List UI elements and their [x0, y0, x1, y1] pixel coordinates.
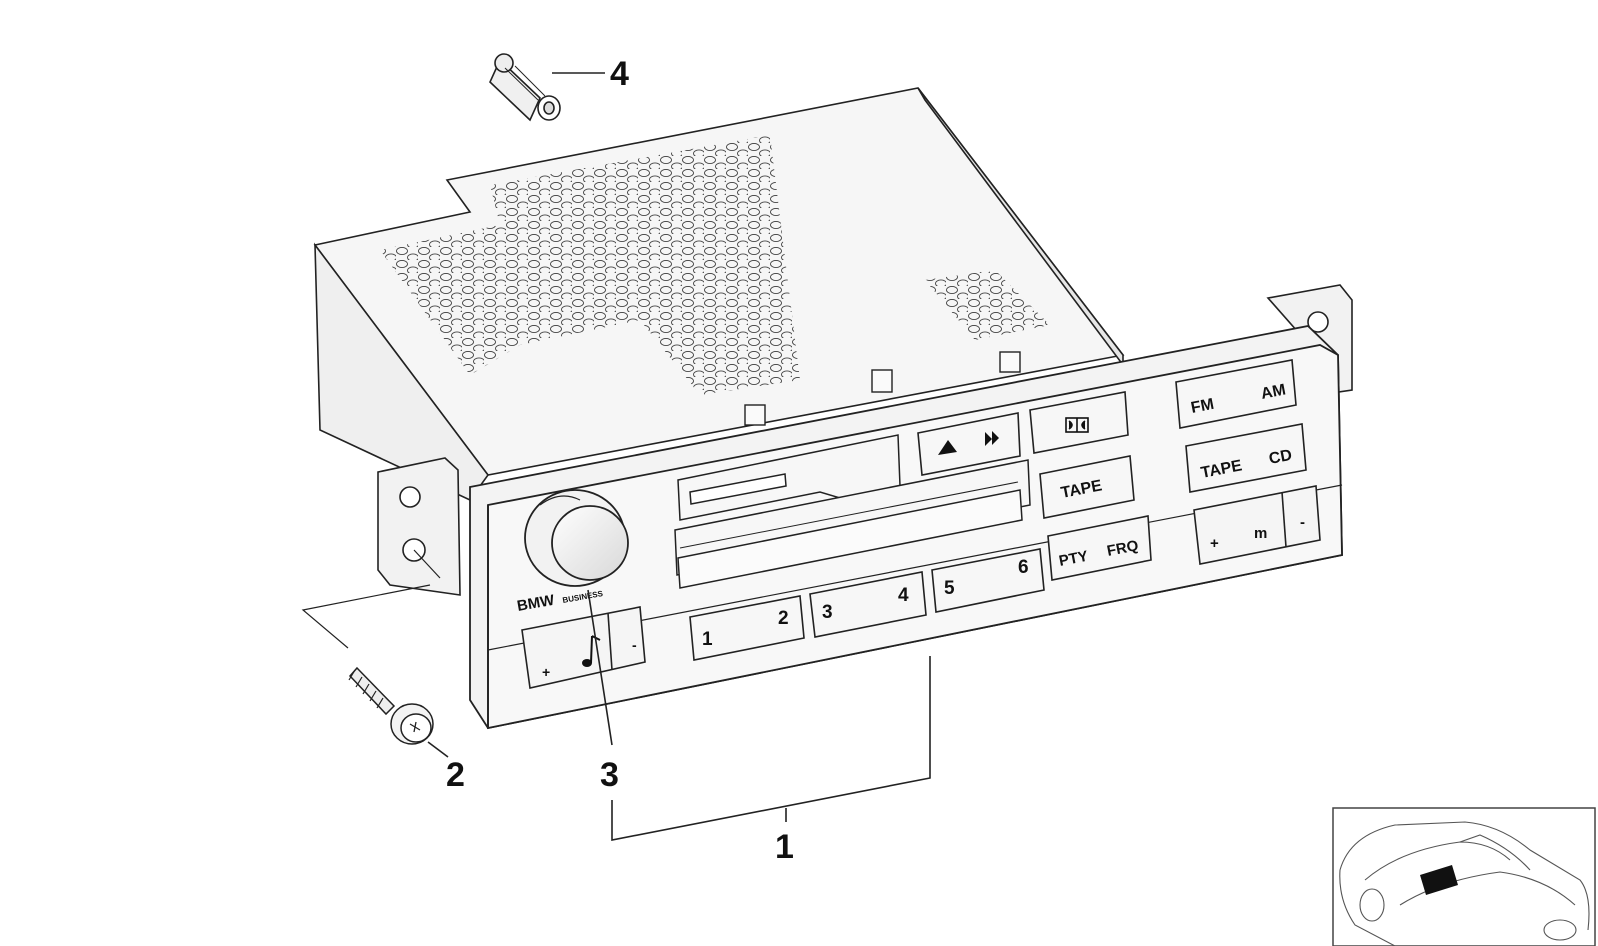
volume-minus-label: - [632, 637, 637, 653]
play-forward-button[interactable] [917, 412, 1021, 476]
frq-label: FRQ [1106, 537, 1141, 560]
brand-name: BMW [516, 592, 557, 615]
am-label: AM [1260, 381, 1288, 402]
preset-5-label: 5 [944, 578, 955, 599]
housing-tabs [744, 351, 1021, 426]
memory-rocker[interactable] [1193, 485, 1321, 565]
tape-eject-button[interactable] [1039, 455, 1135, 519]
preset-buttons[interactable] [689, 548, 1045, 661]
part-2-screw [348, 666, 434, 745]
preset-2-label: 2 [778, 608, 789, 629]
cd-label: CD [1268, 447, 1294, 468]
play-forward-icon [938, 431, 999, 455]
leader-2 [427, 741, 449, 758]
dolby-icon [1065, 417, 1089, 433]
volume-plus-label: + [542, 664, 550, 680]
tape-cd-button[interactable] [1185, 423, 1307, 493]
callout-1: 1 [775, 828, 794, 866]
callout-2: 2 [446, 756, 465, 794]
pty-frq-button[interactable] [1047, 515, 1152, 581]
preset-4-label: 4 [898, 585, 909, 606]
callout-4: 4 [610, 55, 629, 93]
preset-3-label: 3 [822, 602, 833, 623]
volume-knob[interactable] [524, 489, 629, 587]
cassette-door [674, 434, 1031, 589]
left-mounting-bracket [377, 457, 461, 596]
memory-m-label: m [1254, 525, 1267, 542]
part-4-pin [489, 53, 561, 122]
car-radio-location-marker [1420, 865, 1458, 895]
car-thumbnail-icon [1332, 807, 1596, 946]
pty-label: PTY [1058, 548, 1090, 570]
preset-1-label: 1 [702, 629, 713, 650]
fm-label: FM [1190, 396, 1216, 417]
volume-rocker[interactable] [521, 606, 646, 689]
leader-1-bracket [611, 656, 931, 841]
memory-minus-label: - [1300, 514, 1305, 531]
memory-plus-label: + [1210, 535, 1219, 552]
dolby-button[interactable] [1029, 391, 1129, 454]
callout-3: 3 [600, 756, 619, 794]
fm-am-button[interactable] [1175, 359, 1297, 429]
screw-alignment-lines [301, 549, 441, 649]
leader-3 [587, 589, 613, 746]
preset-6-label: 6 [1018, 557, 1029, 578]
ventilation-holes [380, 135, 1050, 395]
